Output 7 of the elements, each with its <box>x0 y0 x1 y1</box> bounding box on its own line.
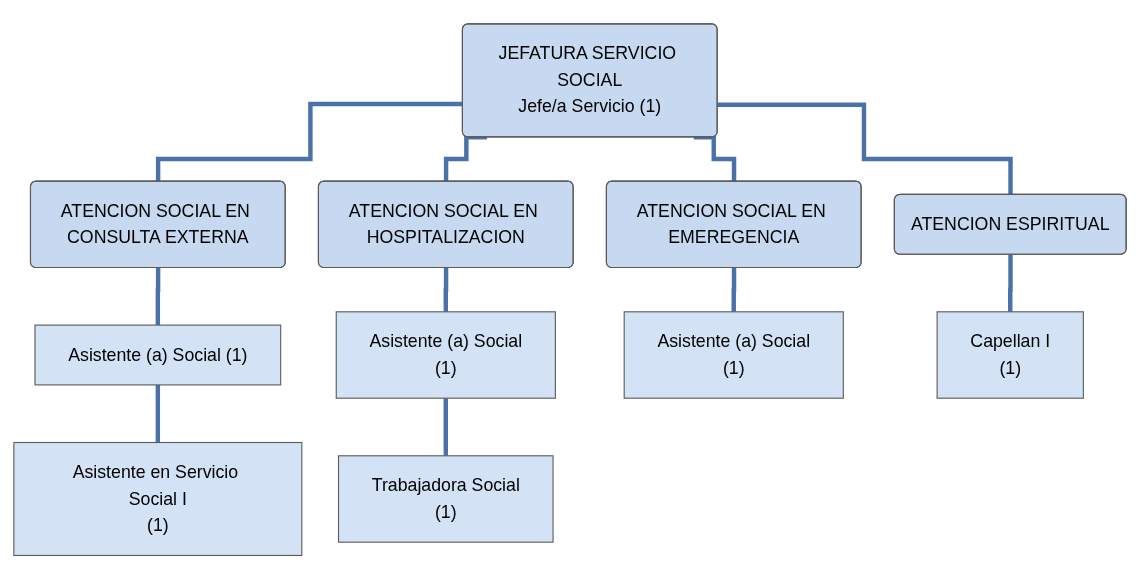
node-box <box>623 311 844 400</box>
node-box <box>936 311 1084 400</box>
node-box <box>337 455 554 544</box>
node-box <box>13 442 303 557</box>
org-chart: JEFATURA SERVICIO SOCIAL Jefe/a Servicio (1) ATENCION SOCIAL EN CONSULTA EXTERNA ATENCION SOCIAL EN HOSPITALIZACION ATENCION SOCIAL EN EMEREGENCIA ATENCION ESPIRITUAL Asistente (a) Social (1) Asistente (a) Social (1) Asistente (a) Social (1) Capellan I (1) Asistente en Servicio Social I (1) Trabajadora Social (1) <box>5 15 1135 565</box>
node-box <box>335 311 556 400</box>
node-box <box>34 324 282 386</box>
